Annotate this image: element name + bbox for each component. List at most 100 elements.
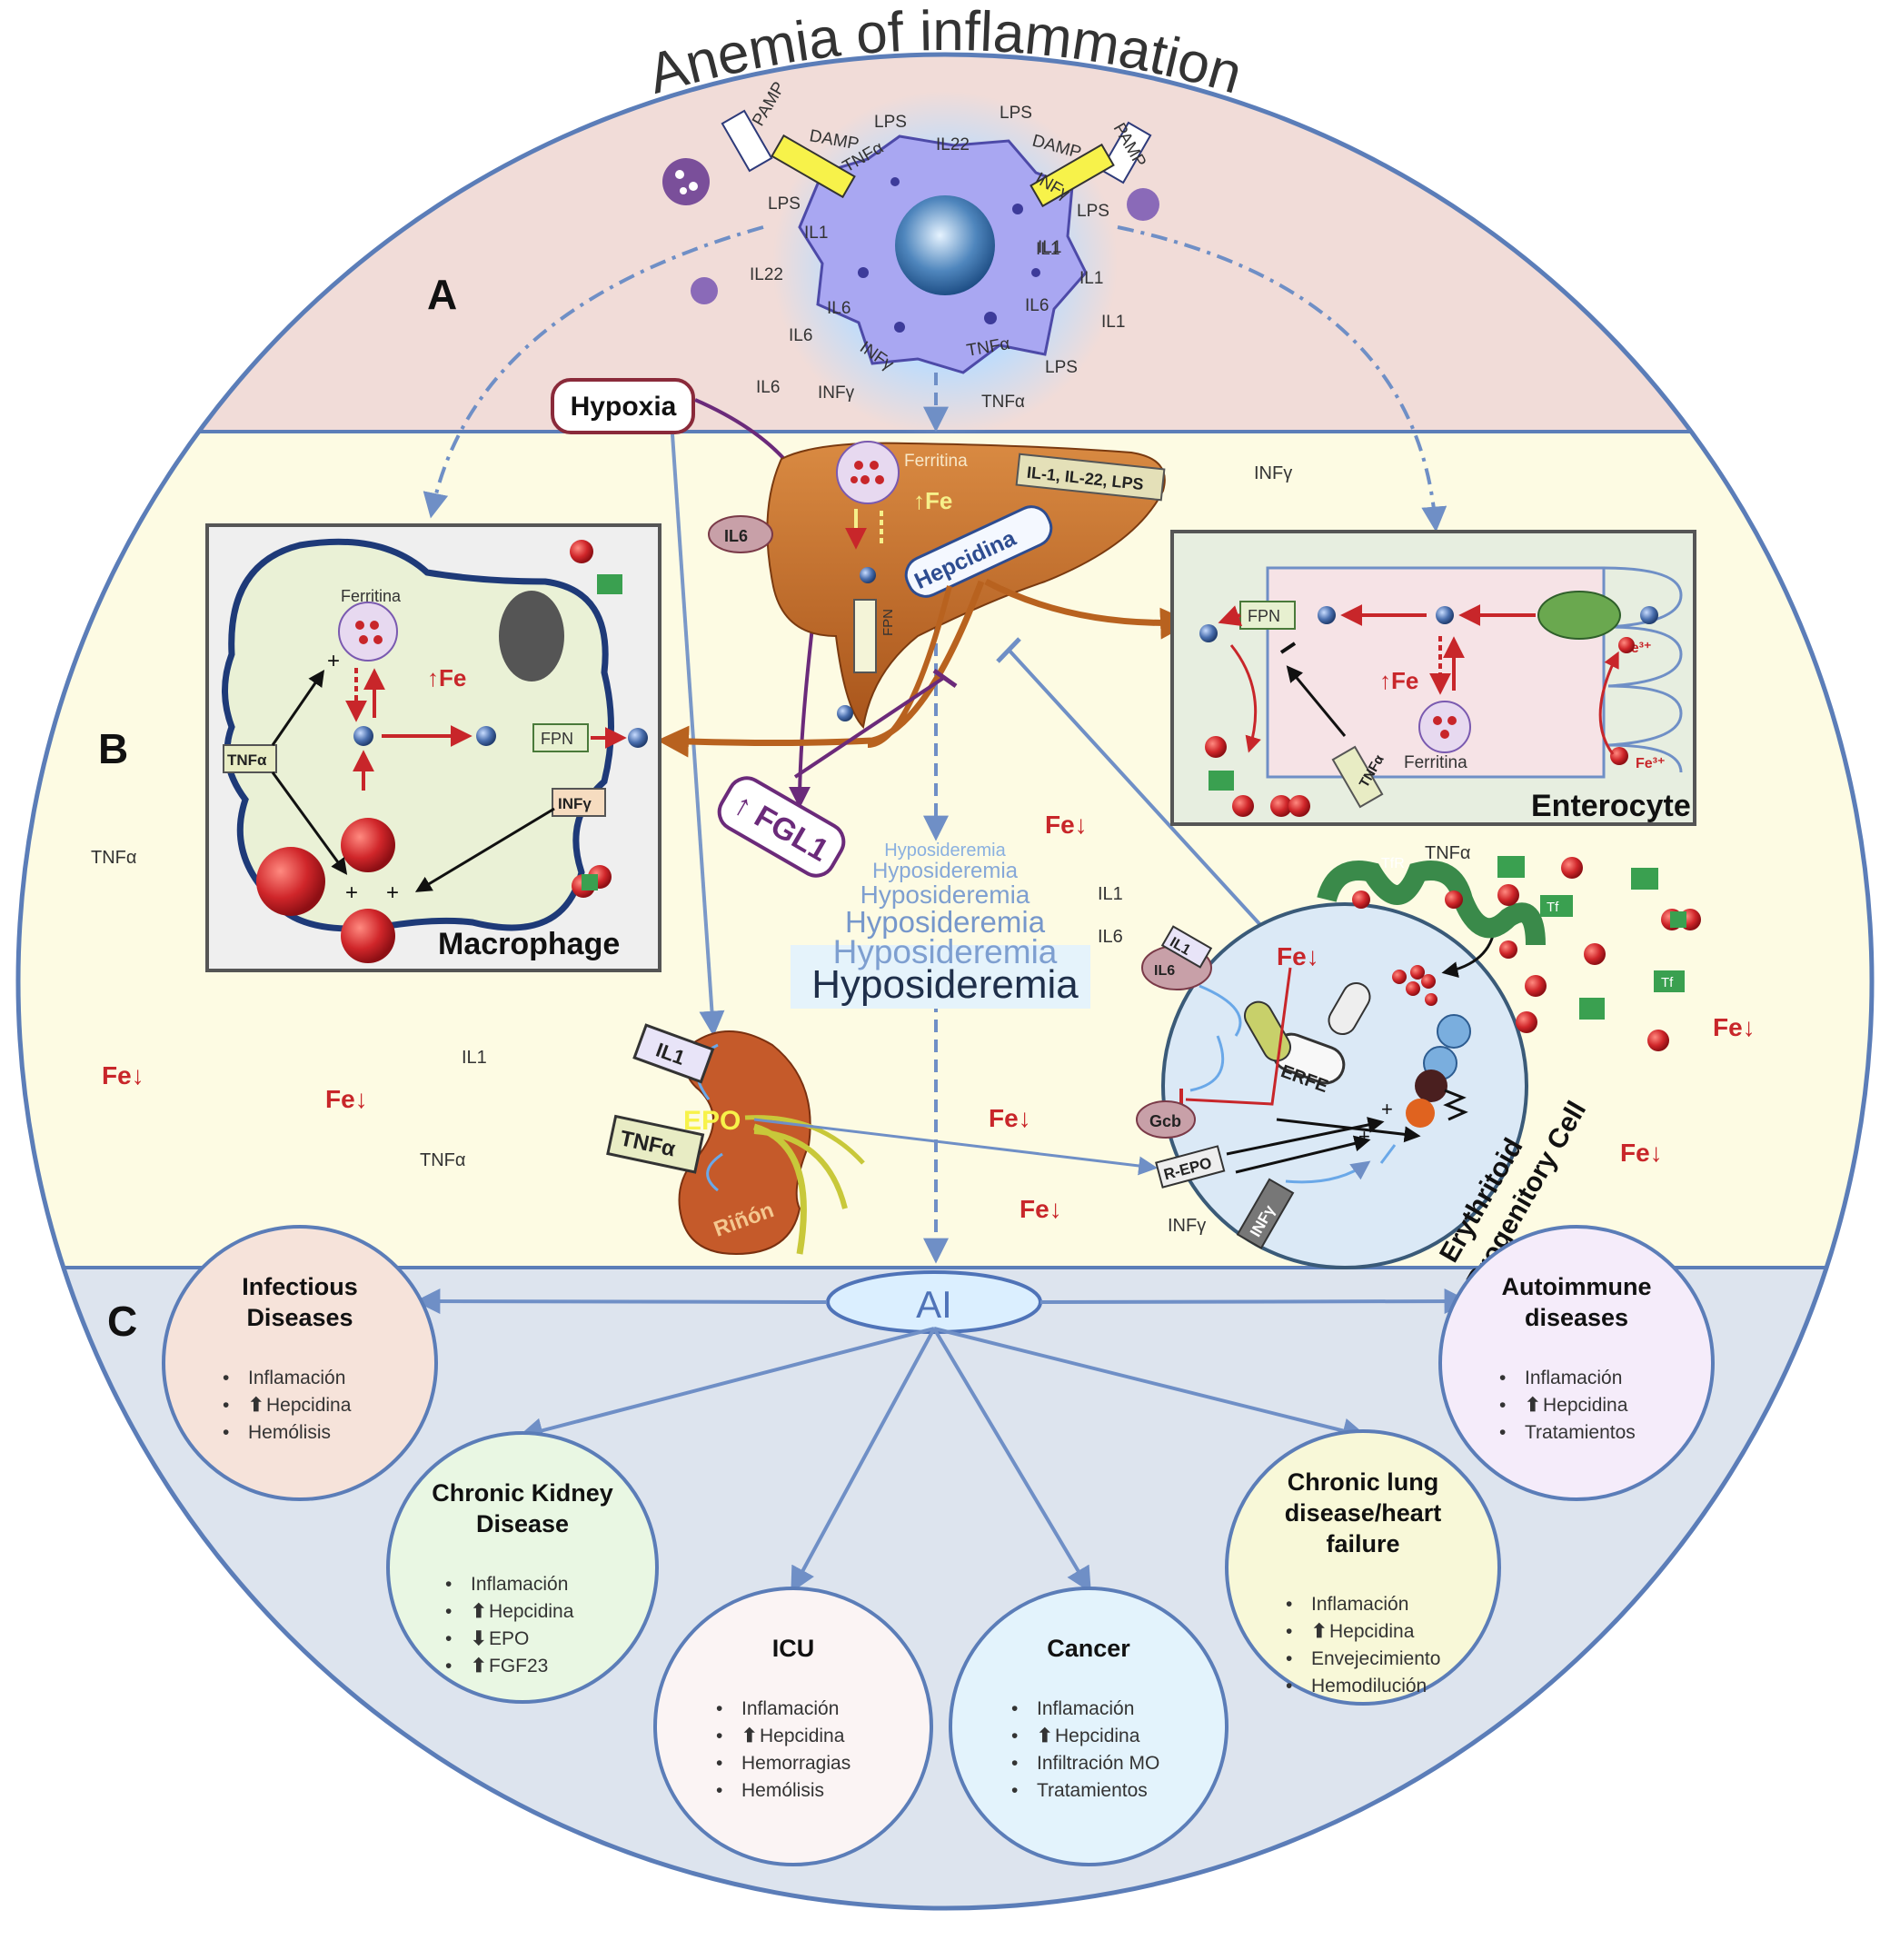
enterocyte-ferritina: Ferritina xyxy=(1404,753,1467,772)
fe-down-label: Fe↓ xyxy=(1713,1013,1756,1041)
hyposideremia-4: Hyposideremia xyxy=(845,905,1046,939)
svg-text:+: + xyxy=(345,881,358,905)
disease-title: Infectious xyxy=(242,1273,358,1300)
arrow-to-macrophage xyxy=(423,225,764,519)
disease-item: Infiltración MO xyxy=(1037,1753,1159,1774)
liver-il6: IL6 xyxy=(724,527,748,545)
liver-to-enterocyte-flow xyxy=(984,578,1192,640)
disease-item: FGF23 xyxy=(489,1656,548,1676)
enterocyte-fe2: Fe³⁺ xyxy=(1636,756,1665,771)
disease-circle: ICU•Inflamación•⬆Hepcidina•Hemorragias•H… xyxy=(653,1587,933,1866)
disease-item: Inflamación xyxy=(741,1698,839,1719)
fe-down-label: Fe↓ xyxy=(102,1061,144,1089)
outer-circle xyxy=(15,52,1875,1911)
liver-infy: INFγ xyxy=(1254,463,1292,483)
enterocyte-label: Enterocyte xyxy=(1531,789,1691,823)
hyposideremia-cascade: Hyposideremia Hyposideremia Hyposideremi… xyxy=(791,841,1090,1009)
bullet: • xyxy=(1286,1594,1292,1615)
ai-arrows xyxy=(414,1288,1470,1593)
disease-item: Hepcidina xyxy=(266,1395,352,1416)
disease-item: Inflamación xyxy=(248,1368,345,1388)
disease-title: Cancer xyxy=(1047,1635,1130,1662)
disease-title: failure xyxy=(1326,1530,1399,1557)
fe-down-label: Fe↓ xyxy=(1620,1139,1663,1167)
kidney: EPO Riñón xyxy=(678,1030,865,1256)
disease-item: Hepcidina xyxy=(760,1726,845,1746)
liver: Ferritina ↑Fe IL-1, IL-22, LPS Hepcidina… xyxy=(766,441,1166,730)
cytokine-label: LPS xyxy=(768,194,801,214)
svg-text:+: + xyxy=(327,649,340,673)
up-arrow-icon: ⬆ xyxy=(1037,1726,1053,1746)
pamp-receptors xyxy=(721,109,1152,208)
enterocyte-fe-up: ↑Fe xyxy=(1379,667,1418,694)
disease-item: Hemorragias xyxy=(741,1753,850,1774)
hyposideremia-2: Hyposideremia xyxy=(872,859,1019,883)
macrophage-fe-up: ↑Fe xyxy=(427,664,466,691)
misc-infy: INFγ xyxy=(1168,1216,1206,1236)
cytokine-label: IL22 xyxy=(750,265,783,284)
liver-fpn: FPN xyxy=(880,609,896,636)
up-arrow-icon: ⬆ xyxy=(471,1656,487,1676)
kidney-epo: EPO xyxy=(683,1106,741,1136)
bullet: • xyxy=(1499,1422,1506,1443)
bullet: • xyxy=(1011,1753,1018,1774)
bullet: • xyxy=(445,1656,452,1676)
disease-item: Hemólisis xyxy=(248,1422,331,1443)
misc-tnfa-2: TNFα xyxy=(420,1150,465,1170)
cytokine-label: IL1 xyxy=(1079,269,1103,288)
disease-title: disease/heart xyxy=(1285,1499,1442,1527)
section-c-label: C xyxy=(107,1298,137,1345)
disease-title: diseases xyxy=(1525,1304,1628,1331)
section-a-label: A xyxy=(427,271,457,318)
macrophage-panel: Ferritina ↑Fe FPN TNFα INFγ + + + Macrop… xyxy=(205,523,662,972)
ai-label: AI xyxy=(916,1283,952,1326)
svg-text:+: + xyxy=(1358,1125,1370,1148)
disease-item: Hepcidina xyxy=(1055,1726,1140,1746)
hypoxia-to-kidney-arrow xyxy=(671,433,725,1037)
macrophage-infy: INFγ xyxy=(558,795,592,812)
hyposideremia-5: Hyposideremia xyxy=(833,933,1058,970)
disease-item: Hepcidina xyxy=(1543,1395,1628,1416)
erythroid-repo: R-EPO xyxy=(1155,1145,1226,1189)
disease-item: Inflamación xyxy=(1311,1594,1408,1615)
bullet: • xyxy=(1286,1648,1292,1669)
bullet: • xyxy=(1286,1621,1292,1642)
bullet: • xyxy=(445,1628,452,1649)
disease-item: Inflamación xyxy=(471,1574,568,1595)
erythroid-gcb-label: Gcb xyxy=(1149,1112,1181,1130)
erythroid-il-receptor: IL1 IL6 xyxy=(1141,925,1213,990)
fe-down-labels: Fe↓Fe↓Fe↓Fe↓Fe↓Fe↓Fe↓Fe↓ xyxy=(102,811,1756,1223)
cytokine-label: IL6 xyxy=(789,326,812,345)
pathogen-icons xyxy=(662,158,1159,304)
misc-il6: IL6 xyxy=(1098,927,1123,947)
disease-title: Disease xyxy=(476,1510,569,1537)
bullet: • xyxy=(223,1395,229,1416)
down-arrow-icon: ⬇ xyxy=(471,1628,487,1649)
bullet: • xyxy=(1011,1726,1018,1746)
bullet: • xyxy=(223,1368,229,1388)
erythroid-tnfa: TNFα xyxy=(1425,843,1470,863)
immune-cell xyxy=(772,91,1118,436)
cytokine-label: LPS xyxy=(874,113,907,132)
misc-il1-1: IL1 xyxy=(462,1048,487,1068)
disease-title: Chronic Kidney xyxy=(432,1479,613,1507)
disease-item: Envejecimiento xyxy=(1311,1648,1440,1669)
bullet: • xyxy=(716,1753,722,1774)
misc-tnfa-1: TNFα xyxy=(91,848,136,868)
cytokine-label: IL1 xyxy=(1036,240,1059,259)
macrophage-tnfa: TNFα xyxy=(227,751,267,769)
section-b-label: B xyxy=(98,725,128,772)
disease-title: Chronic lung xyxy=(1288,1468,1438,1496)
hypoxia-box: Hypoxia xyxy=(551,378,695,434)
disease-circle: Chronic KidneyDisease•Inflamación•⬆Hepci… xyxy=(386,1431,659,1704)
ai-arrow xyxy=(933,1327,1368,1444)
il6-liver-receptor: IL6 xyxy=(708,515,773,553)
transferrin-receptor xyxy=(1317,861,1546,959)
cytokine-label: IL1 xyxy=(1038,238,1061,257)
disease-circles: InfectiousDiseases•Inflamación•⬆Hepcidin… xyxy=(162,1225,1715,1866)
fe-down-label: Fe↓ xyxy=(325,1085,368,1113)
disease-circle: Cancer•Inflamación•⬆Hepcidina•Infiltraci… xyxy=(949,1587,1228,1866)
bullet: • xyxy=(716,1726,722,1746)
fgl1-inhibition-line xyxy=(793,675,947,779)
